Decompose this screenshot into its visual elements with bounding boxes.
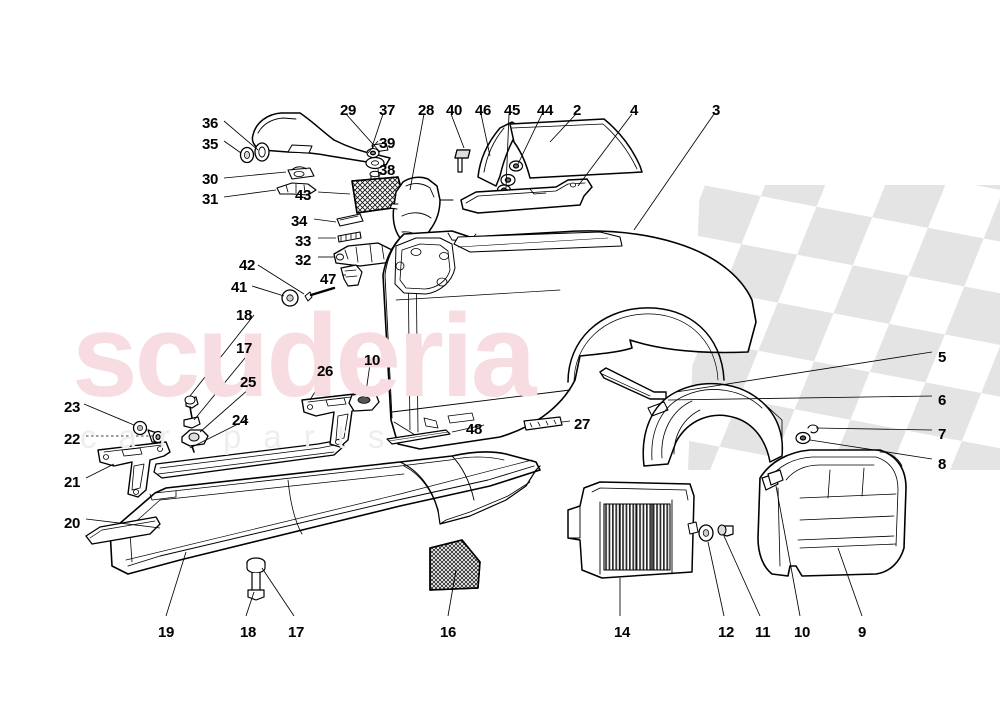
watermark-car-parts: car parts — [80, 418, 407, 455]
callout-label-42: 42 — [239, 257, 256, 274]
callout-label-33: 33 — [295, 233, 312, 250]
callout-label-44: 44 — [537, 102, 554, 119]
callout-label-11: 11 — [755, 624, 771, 641]
callout-label-2: 2 — [573, 102, 582, 119]
callout-label-21: 21 — [64, 474, 81, 491]
callout-label-48: 48 — [466, 421, 483, 438]
callout-label-17b: 17 — [288, 624, 305, 641]
callout-label-27: 27 — [574, 416, 591, 433]
watermark-scuderia: scuderia — [72, 290, 536, 422]
callout-label-9: 9 — [858, 624, 867, 641]
callout-label-36: 36 — [202, 115, 219, 132]
callout-label-38: 38 — [379, 162, 396, 179]
callout-label-8: 8 — [938, 456, 947, 473]
callout-label-24: 24 — [232, 412, 249, 429]
callout-label-5: 5 — [938, 349, 947, 366]
callout-label-19: 19 — [158, 624, 175, 641]
callout-label-10b: 10 — [364, 352, 381, 369]
callout-label-18b: 18 — [240, 624, 257, 641]
callout-label-28: 28 — [418, 102, 435, 119]
callout-label-6: 6 — [938, 392, 947, 409]
callout-label-14: 14 — [614, 624, 631, 641]
callout-label-37: 37 — [379, 102, 396, 119]
callout-label-29: 29 — [340, 102, 357, 119]
callout-label-47: 47 — [320, 271, 337, 288]
callout-label-45: 45 — [504, 102, 521, 119]
part-outlines — [85, 112, 907, 601]
callout-label-10: 10 — [794, 624, 811, 641]
callout-label-34: 34 — [291, 213, 308, 230]
callout-label-18: 18 — [236, 307, 253, 324]
callout-label-46: 46 — [475, 102, 492, 119]
callout-label-25: 25 — [240, 374, 257, 391]
callout-label-22: 22 — [64, 431, 81, 448]
callout-label-32: 32 — [295, 252, 312, 269]
callout-label-40: 40 — [446, 102, 463, 119]
callout-label-39: 39 — [379, 135, 396, 152]
callout-label-12: 12 — [718, 624, 735, 641]
callout-label-16: 16 — [440, 624, 457, 641]
callout-label-31: 31 — [202, 191, 219, 208]
callout-label-4: 4 — [630, 102, 639, 119]
callout-label-7: 7 — [938, 426, 947, 443]
callout-label-43: 43 — [295, 187, 312, 204]
callout-label-17: 17 — [236, 340, 253, 357]
callout-label-20: 20 — [64, 515, 81, 532]
callout-label-30: 30 — [202, 171, 219, 188]
callout-label-41: 41 — [231, 279, 248, 296]
callout-label-35: 35 — [202, 136, 219, 153]
callout-leader-lines — [83, 113, 933, 617]
callout-label-23: 23 — [64, 399, 81, 416]
callout-label-26: 26 — [317, 363, 334, 380]
callout-label-3: 3 — [712, 102, 721, 119]
